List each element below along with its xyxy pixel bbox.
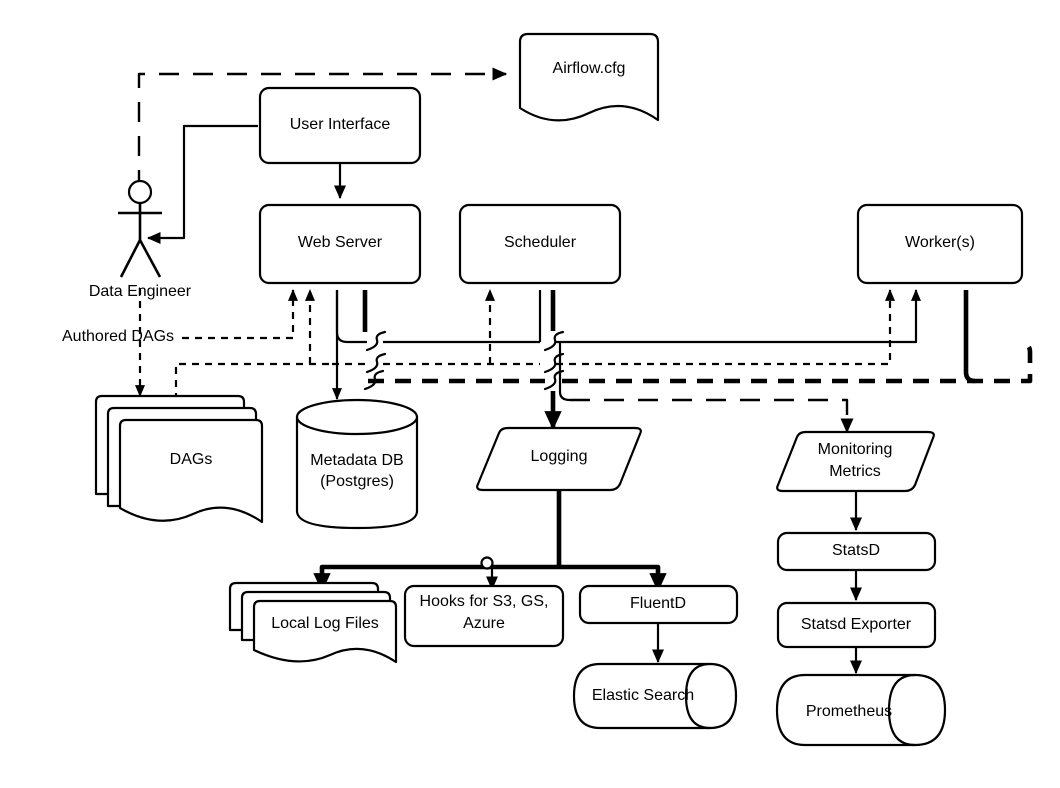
actor-data-engineer: Data Engineer (89, 179, 192, 300)
edge-band-bold-dashed (362, 290, 1033, 431)
node-elastic-search: Elastic Search (572, 662, 738, 730)
edge-engineer-to-airflowcfg (137, 67, 508, 190)
node-fluentd: FluentD (578, 584, 739, 625)
node-logging-label: Logging (531, 448, 588, 465)
node-hooks-label-2: Azure (463, 615, 505, 632)
node-statsd-label: StatsD (832, 542, 880, 559)
line-jump-markers (363, 330, 565, 391)
edge-worker-to-monitoring (558, 342, 854, 434)
node-hooks: Hooks for S3, GS, Azure (403, 584, 565, 648)
node-scheduler: Scheduler (458, 203, 622, 285)
edge-band-solid (332, 289, 921, 400)
edge-band-dotted (305, 289, 895, 366)
node-local-log-files: Local Log Files (228, 581, 398, 664)
node-fluentd-label: FluentD (630, 595, 686, 612)
node-statsd: StatsD (776, 531, 937, 572)
node-prometheus: Prometheus (775, 673, 947, 747)
node-metadata-db-label-1: Metadata DB (310, 452, 403, 469)
node-airflow-cfg-label: Airflow.cfg (553, 60, 626, 77)
edge-label-authored-dags: Authored DAGs (62, 328, 174, 345)
node-dags: DAGs (94, 394, 264, 524)
edge-authoreddags-to-webserver (182, 289, 298, 340)
node-prometheus-label: Prometheus (806, 703, 892, 720)
node-monitoring-metrics-label-1: Monitoring (818, 441, 893, 458)
node-web-server: Web Server (258, 203, 422, 285)
actor-label: Data Engineer (89, 283, 192, 300)
node-monitoring-metrics: Monitoring Metrics (776, 430, 935, 493)
node-workers: Worker(s) (856, 203, 1024, 285)
edge-ui-to-engineer (146, 124, 258, 245)
edge-dags-band (174, 362, 332, 400)
node-scheduler-label: Scheduler (504, 234, 577, 251)
node-metadata-db: Metadata DB (Postgres) (295, 398, 419, 530)
node-user-interface-label: User Interface (290, 116, 391, 133)
node-dags-label: DAGs (170, 451, 213, 468)
node-workers-label: Worker(s) (905, 234, 975, 251)
node-statsd-exporter-label: Statsd Exporter (801, 616, 912, 633)
node-web-server-label: Web Server (298, 234, 383, 251)
node-statsd-exporter: Statsd Exporter (776, 601, 937, 649)
node-logging: Logging (476, 426, 642, 492)
node-hooks-label-1: Hooks for S3, GS, (420, 593, 549, 610)
node-user-interface: User Interface (258, 86, 422, 165)
node-monitoring-metrics-label-2: Metrics (829, 463, 881, 480)
node-metadata-db-label-2: (Postgres) (320, 473, 394, 490)
node-local-log-files-label: Local Log Files (271, 615, 379, 632)
node-elastic-search-label: Elastic Search (592, 687, 694, 704)
node-airflow-cfg: Airflow.cfg (518, 32, 660, 122)
